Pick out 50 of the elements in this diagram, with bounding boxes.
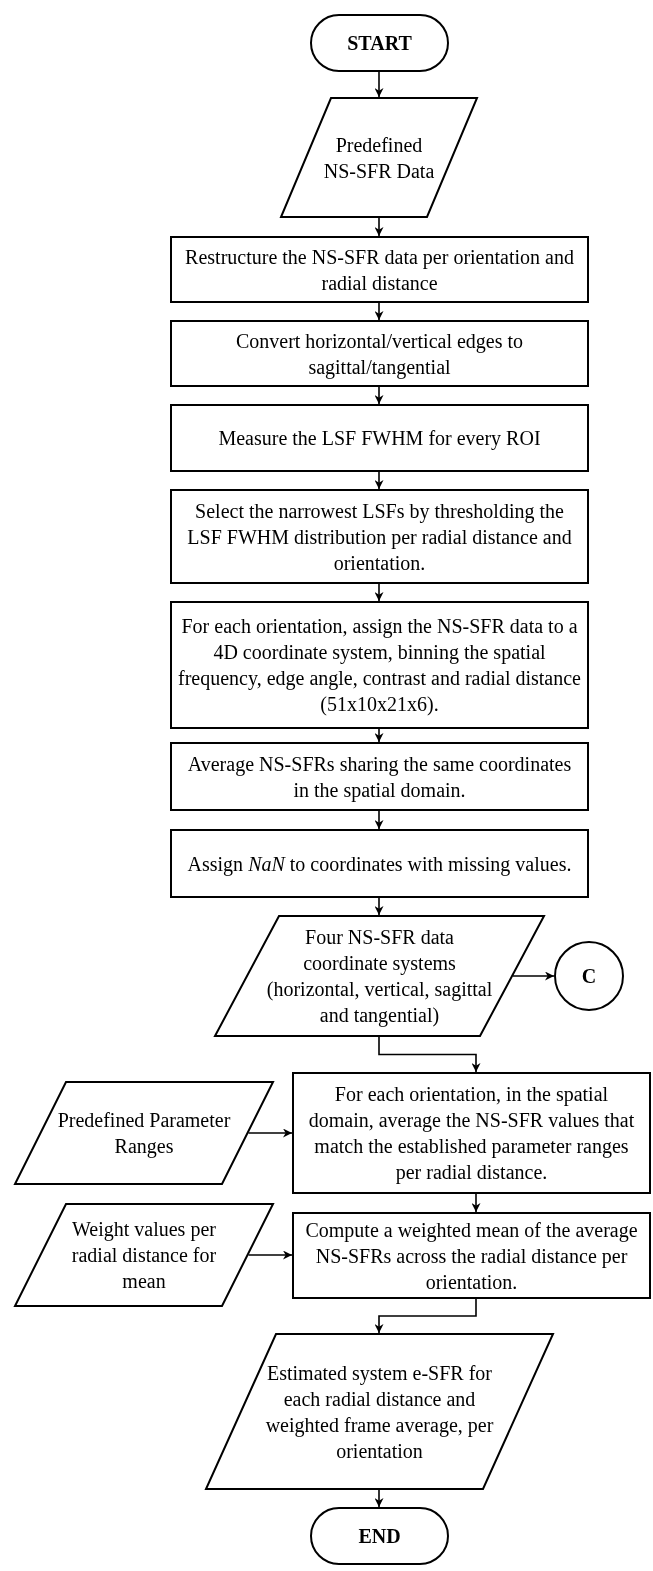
process-box (170, 829, 589, 898)
data-parallelogram (214, 915, 545, 1037)
step-text: Predefined Parameter Ranges (56, 1108, 232, 1159)
process-box (292, 1072, 651, 1194)
step-text: Assign NaN to coordinates with missing values. (187, 851, 572, 877)
step-text: Four NS-SFR data coordinate systems (horizontal, vertical, sagittal and tangential) (265, 925, 494, 1028)
process-box (292, 1212, 651, 1299)
terminator-shape (310, 1507, 449, 1565)
arrow (374, 471, 384, 490)
process-box (170, 404, 589, 472)
arrow (471, 1193, 481, 1213)
data-parallelogram (280, 97, 478, 218)
step-text: Measure the LSF FWHM for every ROI (218, 426, 541, 451)
connector-label: C (581, 964, 597, 989)
data-parallelogram (14, 1081, 274, 1185)
process-box (170, 236, 589, 303)
step-text: Weight values per radial distance for mean (70, 1217, 218, 1294)
arrow (374, 810, 384, 830)
step-text: For each orientation, in the spatial domain, average the NS-SFR values that match the established parameter ranges per radial distance. (307, 1082, 636, 1185)
step-text: Convert horizontal/vertical edges to sagittal/tangential (234, 328, 525, 380)
step-text: For each orientation, assign the NS-SFR data to a 4D coordinate system, binning the spatial frequency, edge angle, contrast and radial distance (51x10x21x6). (178, 614, 581, 717)
connector-circle (554, 941, 624, 1011)
step-text: Select the narrowest LSFs by thresholding the LSF FWHM distribution per radial distance and orientation. (186, 498, 573, 576)
step-text: Compute a weighted mean of the average NS-SFRs across the radial distance per orientation. (304, 1217, 639, 1295)
arrow (374, 1489, 384, 1508)
arrow (512, 971, 555, 981)
arrow (374, 217, 384, 237)
arrow (374, 897, 384, 916)
step-text: Average NS-SFRs sharing the same coordinates in the spatial domain. (186, 751, 573, 803)
arrow (374, 583, 384, 602)
arrow (374, 1298, 477, 1334)
arrow (374, 71, 384, 98)
terminator-shape (310, 14, 449, 72)
step-text: Estimated system e-SFR for each radial distance and weighted frame average, per orientation (264, 1360, 495, 1464)
process-box (170, 601, 589, 729)
arrow (378, 1036, 481, 1073)
arrow (247, 1250, 293, 1260)
terminator-label: END (358, 1524, 401, 1549)
process-box (170, 320, 589, 387)
process-box (170, 489, 589, 584)
arrow (374, 386, 384, 405)
data-parallelogram (14, 1203, 274, 1307)
arrow (374, 728, 384, 743)
data-parallelogram (205, 1333, 554, 1490)
step-text: Restructure the NS-SFR data per orientation and radial distance (184, 244, 575, 296)
arrow (374, 302, 384, 321)
process-box (170, 742, 589, 811)
arrow (247, 1128, 293, 1138)
terminator-label: START (347, 31, 412, 56)
step-text: Predefined NS-SFR Data (322, 132, 436, 184)
